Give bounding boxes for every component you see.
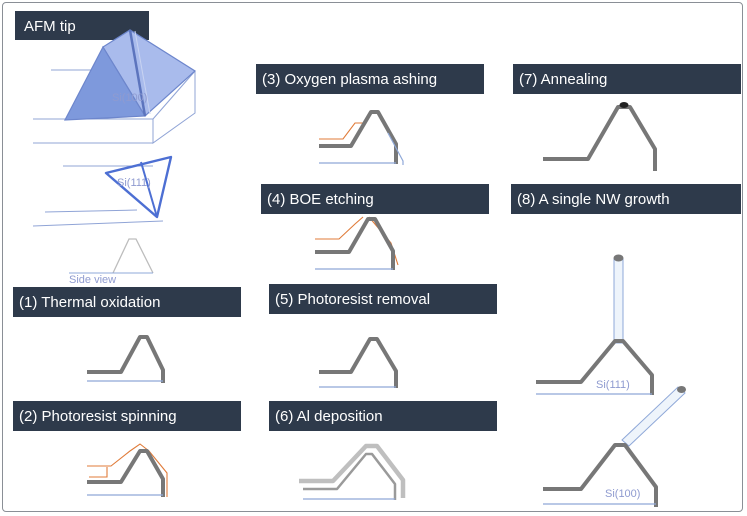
lower-slab — [32, 209, 164, 227]
step-2-photoresist — [87, 443, 168, 497]
side-view-profile: Side view — [69, 238, 154, 286]
nw-si100-tip-profile — [543, 443, 658, 507]
tilted-nanowire — [621, 386, 686, 447]
vertical-nanowire-cap — [613, 254, 624, 262]
step-4: (4) BOE etching — [261, 184, 489, 270]
step-7-label: (7) Annealing — [519, 71, 607, 88]
step-2: (2) Photoresist spinning — [13, 401, 241, 497]
step-2-label-box — [13, 401, 241, 431]
nw-si111-tip-profile — [536, 339, 654, 395]
nw-si111-label: Si(111) — [596, 379, 630, 391]
step-5-tip-profile — [319, 337, 398, 388]
step-1: (1) Thermal oxidation — [13, 287, 241, 383]
tip-si100-label: Si(100) — [112, 92, 147, 104]
step-1-label: (1) Thermal oxidation — [19, 294, 160, 311]
process-diagram: AFM tip Si(100) Si(111) — [13, 11, 741, 507]
step-6-label-box — [269, 401, 497, 431]
pyramid-tip: Si(100) — [63, 29, 196, 121]
step-7-al-droplet — [619, 102, 629, 108]
step-8-label: (8) A single NW growth — [517, 191, 670, 208]
step-7-label-box — [513, 64, 741, 94]
step-5-label: (5) Photoresist removal — [275, 291, 430, 308]
step-2-tip-profile — [87, 449, 165, 497]
step-1-tip-profile — [87, 335, 165, 383]
step-2-photoresist-fill — [89, 467, 108, 478]
step-6-label: (6) Al deposition — [275, 408, 383, 425]
step-4-label: (4) BOE etching — [267, 191, 374, 208]
tip-si111-label: Si(111) — [117, 177, 151, 189]
step-7: (7) Annealing — [513, 64, 741, 171]
step-5: (5) Photoresist removal — [269, 284, 497, 388]
step-8: (8) A single NW growth Si(111) Si(100) — [511, 184, 741, 507]
step-3-oxide-side — [387, 132, 404, 165]
step-1-label-box — [13, 287, 241, 317]
tilted-nanowire-cap — [677, 386, 686, 393]
vertical-nanowire — [613, 258, 624, 344]
triangle-tip: Si(111) — [104, 155, 173, 219]
step-5-label-box — [269, 284, 497, 314]
step-3: (3) Oxygen plasma ashing — [256, 64, 484, 165]
step-4-photoresist-side — [368, 216, 399, 266]
step-4-label-box — [261, 184, 489, 214]
side-view-label: Side view — [69, 274, 116, 286]
step-4-tip-profile — [315, 217, 395, 270]
step-6-aluminum-layer — [299, 443, 406, 498]
step-6-tip-profile — [303, 452, 397, 500]
step-2-label: (2) Photoresist spinning — [19, 408, 177, 425]
nw-si100: Si(100) — [543, 386, 686, 507]
afm-tip-panel: AFM tip Si(100) Si(111) — [15, 11, 196, 286]
step-3-label: (3) Oxygen plasma ashing — [262, 71, 437, 88]
step-3-label-box — [256, 64, 484, 94]
step-3-photoresist — [319, 122, 365, 140]
nw-si100-label: Si(100) — [605, 488, 640, 500]
step-4-photoresist — [315, 216, 364, 240]
nw-si111: Si(111) — [536, 254, 654, 395]
afm-tip-label: AFM tip — [24, 18, 76, 35]
step-3-tip-profile — [319, 110, 398, 164]
step-8-label-box — [511, 184, 741, 214]
step-7-tip-profile — [543, 105, 657, 171]
step-6: (6) Al deposition — [269, 401, 497, 500]
